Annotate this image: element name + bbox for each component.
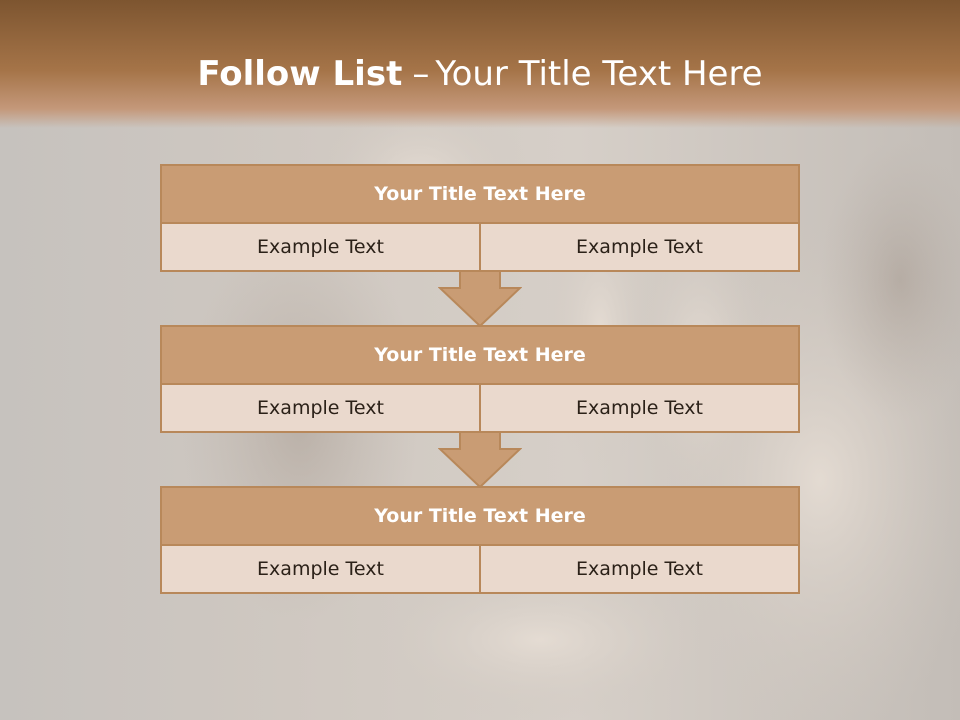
title-subtitle: Your Title Text Here	[435, 54, 763, 94]
list-block-3: Your Title Text Here Example Text Exampl…	[160, 486, 800, 594]
title-separator: –	[412, 54, 430, 94]
title-band	[0, 0, 960, 128]
list-block-1: Your Title Text Here Example Text Exampl…	[160, 164, 800, 272]
block-cell-left: Example Text	[162, 385, 479, 431]
down-arrow-icon	[438, 431, 522, 489]
block-title: Your Title Text Here	[162, 488, 798, 546]
block-cell-right: Example Text	[479, 546, 798, 592]
block-row: Example Text Example Text	[162, 224, 798, 270]
block-row: Example Text Example Text	[162, 385, 798, 431]
block-cell-left: Example Text	[162, 546, 479, 592]
block-cell-right: Example Text	[479, 224, 798, 270]
list-block-2: Your Title Text Here Example Text Exampl…	[160, 325, 800, 433]
block-row: Example Text Example Text	[162, 546, 798, 592]
down-arrow-icon	[438, 270, 522, 328]
title-bold: Follow List	[197, 54, 403, 94]
slide-title: Follow List–Your Title Text Here	[0, 52, 960, 96]
block-title: Your Title Text Here	[162, 327, 798, 385]
block-cell-left: Example Text	[162, 224, 479, 270]
block-cell-right: Example Text	[479, 385, 798, 431]
block-title: Your Title Text Here	[162, 166, 798, 224]
